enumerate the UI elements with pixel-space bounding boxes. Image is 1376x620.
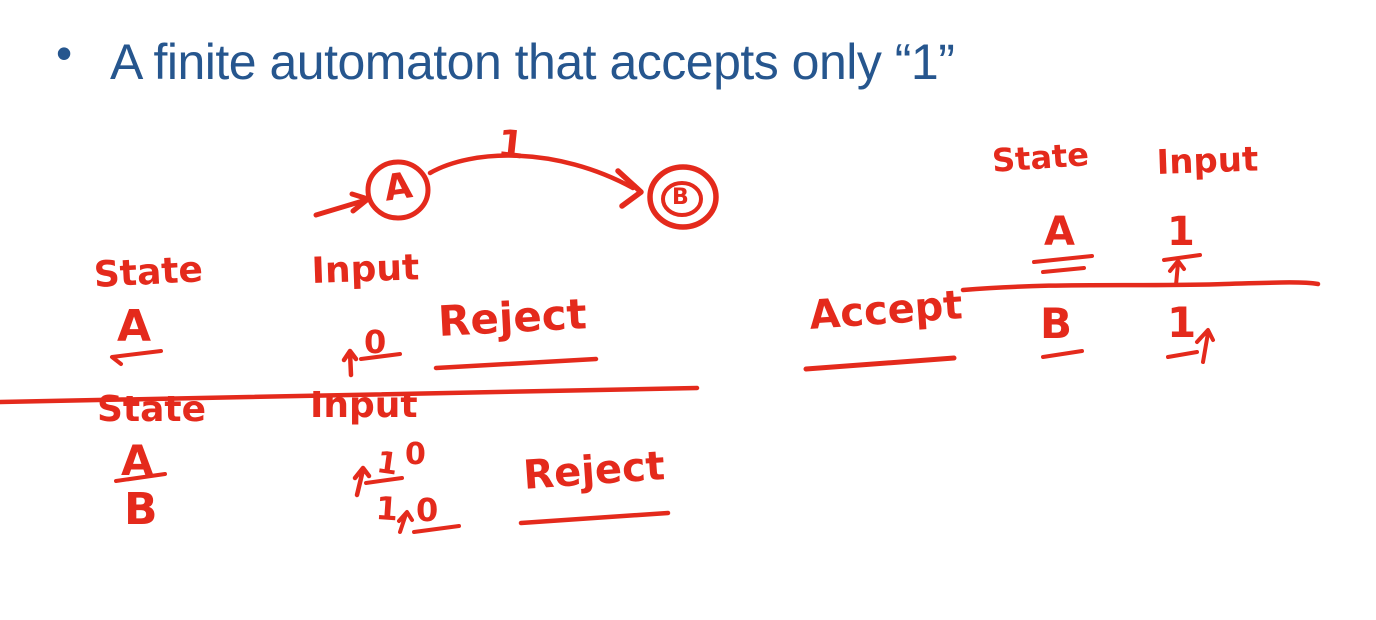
underline-rt-state-b [1041, 349, 1084, 359]
transition-arrowhead [615, 168, 644, 209]
underline-rt-state-a-1 [1032, 254, 1094, 264]
table1-input-header: Input [310, 247, 420, 292]
table1-row-a-state: A [117, 301, 152, 352]
divider-line-left [0, 385, 700, 405]
table3-row-a-input: 1 [1167, 209, 1195, 255]
underline-rt-accept [803, 355, 957, 372]
underline-t2-reject [518, 510, 671, 526]
table3-result: Accept [807, 282, 964, 339]
underline-t2-state-a [114, 472, 167, 483]
divider-line-right [960, 280, 1321, 293]
title-bullet: • [56, 27, 73, 79]
pointer-arrow-rt-row-a [1168, 259, 1186, 287]
start-arrow [313, 191, 371, 218]
table1-state-header: State [92, 249, 204, 296]
table3-row-a-state: A [1044, 209, 1075, 255]
table2-row-a-input-0: 0 [405, 437, 426, 472]
table2-row-b-input-0: 0 [416, 491, 439, 529]
transition-label: 1 [495, 121, 527, 168]
table3-input-header: Input [1155, 139, 1259, 183]
state-b-inner-circle [661, 181, 703, 217]
table2-row-b-input-1: 1 [374, 489, 400, 529]
table2-row-b-state: B [124, 484, 158, 535]
underline-t2-row-a-1 [364, 476, 404, 485]
transition-arc [427, 153, 636, 191]
pointer-arrow-rt-row-b [1195, 328, 1215, 364]
underline-rt-input-1b [1166, 350, 1199, 359]
underline-rt-input-1a [1162, 253, 1202, 262]
table3-state-header: State [990, 135, 1091, 180]
underline-rt-state-a-2 [1041, 266, 1086, 274]
page-title: A finite automaton that accepts only “1” [110, 34, 955, 90]
table2-row-a-state: A [121, 436, 154, 485]
table2-result: Reject [521, 443, 667, 499]
table1-result: Reject [436, 289, 588, 346]
underline-t1-input-0 [359, 352, 402, 361]
table2-input-header: Input [310, 385, 418, 426]
table2-state-header: State [97, 389, 207, 430]
underline-t1-state-a [110, 349, 163, 366]
underline-t1-reject [433, 356, 599, 371]
table1-row-a-input: 0 [364, 323, 387, 361]
pointer-arrow-t1-input [341, 348, 359, 378]
table3-row-b-state: B [1040, 299, 1073, 348]
pointer-arrow-t2-row-b [397, 510, 414, 534]
table3-row-b-input: 1 [1167, 298, 1197, 347]
table2-row-a-input-1: 1 [374, 445, 401, 483]
state-b-outer-circle [647, 164, 719, 230]
pointer-arrow-t2-row-a [352, 465, 372, 498]
state-b-label: B [672, 185, 689, 210]
underline-t2-row-b-0 [412, 524, 461, 534]
state-a-circle [365, 159, 431, 221]
state-a-label: A [381, 165, 415, 210]
